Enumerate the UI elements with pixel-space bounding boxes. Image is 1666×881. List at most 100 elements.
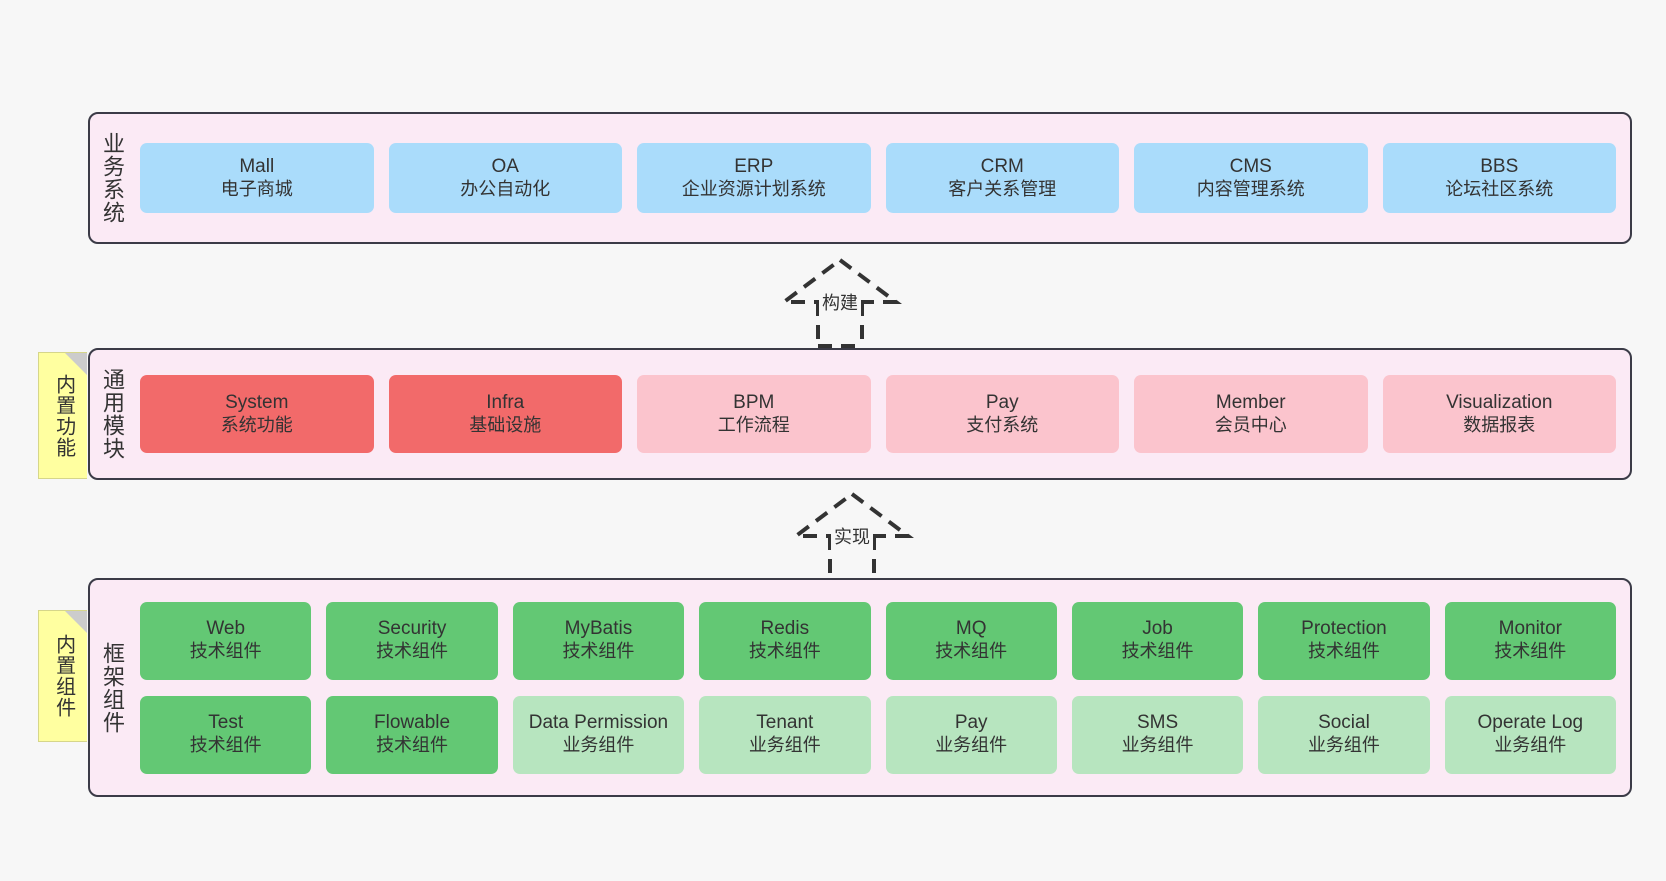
node-subtitle: 技术组件: [1307, 641, 1380, 662]
node-operate-log[interactable]: Operate Log 业务组件: [1444, 695, 1616, 774]
node-test[interactable]: Test 技术组件: [140, 695, 312, 774]
node-pay-component[interactable]: Pay 业务组件: [885, 695, 1057, 774]
node-bbs[interactable]: BBS 论坛社区系统: [1382, 143, 1616, 213]
node-cms[interactable]: CMS 内容管理系统: [1134, 143, 1368, 213]
node-title: Social: [1318, 712, 1370, 734]
node-mall[interactable]: Mall 电子商城: [140, 143, 374, 213]
node-subtitle: 会员中心: [1214, 414, 1287, 435]
node-subtitle: 技术组件: [935, 641, 1008, 662]
node-title: Security: [377, 618, 447, 640]
layer-title-framework: 框架组件: [99, 641, 125, 734]
node-subtitle: 论坛社区系统: [1445, 178, 1554, 199]
node-title: ERP: [734, 155, 774, 177]
node-subtitle: 业务组件: [562, 735, 635, 756]
node-title: Test: [208, 712, 244, 734]
node-title: CMS: [1229, 155, 1272, 177]
connector-label-build: 构建: [819, 288, 861, 316]
layer-body-business: Mall 电子商城 OA 办公自动化 ERP 企业资源计划系统 CRM 客户关系…: [134, 114, 1630, 242]
layer-body-common: System 系统功能 Infra 基础设施 BPM 工作流程 Pay 支付系统…: [134, 350, 1630, 478]
node-title: Tenant: [756, 712, 814, 734]
node-title: MQ: [955, 618, 987, 640]
node-erp[interactable]: ERP 企业资源计划系统: [637, 143, 871, 213]
node-redis[interactable]: Redis 技术组件: [699, 601, 871, 680]
node-title: SMS: [1136, 712, 1179, 734]
node-subtitle: 业务组件: [748, 735, 821, 756]
node-title: Protection: [1301, 618, 1387, 640]
node-title: Data Permission: [528, 712, 669, 734]
node-title: Operate Log: [1477, 712, 1584, 734]
layer-row: Test 技术组件 Flowable 技术组件 Data Permission …: [140, 695, 1616, 774]
node-subtitle: 业务组件: [1121, 735, 1194, 756]
node-subtitle: 企业资源计划系统: [681, 178, 826, 199]
node-subtitle: 技术组件: [1121, 641, 1194, 662]
node-subtitle: 数据报表: [1463, 414, 1536, 435]
node-title: Visualization: [1446, 391, 1553, 413]
layer-body-framework: Web 技术组件 Security 技术组件 MyBatis 技术组件 Redi…: [134, 580, 1630, 795]
node-title: BPM: [733, 391, 775, 413]
node-monitor[interactable]: Monitor 技术组件: [1444, 601, 1616, 680]
node-sms[interactable]: SMS 业务组件: [1071, 695, 1244, 774]
node-title: CRM: [980, 155, 1024, 177]
node-visualization[interactable]: Visualization 数据报表: [1382, 375, 1616, 453]
node-title: Job: [1142, 618, 1173, 640]
node-subtitle: 电子商城: [220, 178, 293, 199]
layer-common-modules: 通用模块 System 系统功能 Infra 基础设施 BPM 工作流程 Pay…: [88, 348, 1632, 480]
node-protection[interactable]: Protection 技术组件: [1258, 601, 1430, 680]
node-title: OA: [491, 155, 519, 177]
node-subtitle: 系统功能: [220, 414, 293, 435]
node-subtitle: 支付系统: [966, 414, 1039, 435]
node-subtitle: 技术组件: [189, 641, 262, 662]
node-data-permission[interactable]: Data Permission 业务组件: [512, 695, 685, 774]
node-title: MyBatis: [564, 618, 633, 640]
node-job[interactable]: Job 技术组件: [1071, 601, 1244, 680]
node-title: Pay: [954, 712, 988, 734]
layer-row: System 系统功能 Infra 基础设施 BPM 工作流程 Pay 支付系统…: [140, 375, 1616, 453]
node-title: Web: [206, 618, 246, 640]
node-subtitle: 技术组件: [562, 641, 635, 662]
connector-label-implement: 实现: [831, 522, 873, 550]
layer-framework-components: 框架组件 Web 技术组件 Security 技术组件 MyBatis 技术组件…: [88, 578, 1632, 797]
layer-row: Mall 电子商城 OA 办公自动化 ERP 企业资源计划系统 CRM 客户关系…: [140, 143, 1616, 213]
node-subtitle: 工作流程: [717, 414, 790, 435]
node-oa[interactable]: OA 办公自动化: [388, 143, 622, 213]
node-subtitle: 客户关系管理: [948, 178, 1057, 199]
node-title: Infra: [486, 391, 525, 413]
note-builtin-components: 内置组件: [38, 610, 87, 742]
layer-title-common: 通用模块: [99, 368, 125, 460]
node-flowable[interactable]: Flowable 技术组件: [326, 695, 498, 774]
layer-business-systems: 业务系统 Mall 电子商城 OA 办公自动化 ERP 企业资源计划系统 CRM…: [88, 112, 1632, 244]
node-subtitle: 技术组件: [748, 641, 821, 662]
node-mq[interactable]: MQ 技术组件: [885, 601, 1057, 680]
node-title: Mall: [239, 155, 275, 177]
node-member[interactable]: Member 会员中心: [1134, 375, 1368, 453]
node-subtitle: 技术组件: [376, 735, 449, 756]
layer-title-business: 业务系统: [99, 132, 125, 224]
node-web[interactable]: Web 技术组件: [140, 601, 312, 680]
node-social[interactable]: Social 业务组件: [1258, 695, 1430, 774]
node-subtitle: 技术组件: [1494, 641, 1567, 662]
node-subtitle: 办公自动化: [460, 178, 551, 199]
node-subtitle: 技术组件: [189, 735, 262, 756]
node-subtitle: 内容管理系统: [1196, 178, 1305, 199]
connector-implement: 实现: [772, 490, 932, 582]
node-subtitle: 业务组件: [935, 735, 1008, 756]
node-title: Monitor: [1498, 618, 1562, 640]
node-tenant[interactable]: Tenant 业务组件: [699, 695, 871, 774]
node-bpm[interactable]: BPM 工作流程: [637, 375, 871, 453]
node-subtitle: 技术组件: [376, 641, 449, 662]
node-title: Redis: [760, 618, 810, 640]
node-crm[interactable]: CRM 客户关系管理: [885, 143, 1119, 213]
node-title: Pay: [985, 391, 1019, 413]
layer-row: Web 技术组件 Security 技术组件 MyBatis 技术组件 Redi…: [140, 601, 1616, 680]
node-subtitle: 业务组件: [1494, 735, 1567, 756]
node-mybatis[interactable]: MyBatis 技术组件: [512, 601, 685, 680]
node-system[interactable]: System 系统功能: [140, 375, 374, 453]
node-infra[interactable]: Infra 基础设施: [388, 375, 622, 453]
node-title: Member: [1215, 391, 1286, 413]
node-security[interactable]: Security 技术组件: [326, 601, 498, 680]
node-title: Flowable: [374, 712, 451, 734]
connector-build: 构建: [760, 256, 920, 348]
node-title: System: [225, 391, 289, 413]
node-pay[interactable]: Pay 支付系统: [885, 375, 1119, 453]
